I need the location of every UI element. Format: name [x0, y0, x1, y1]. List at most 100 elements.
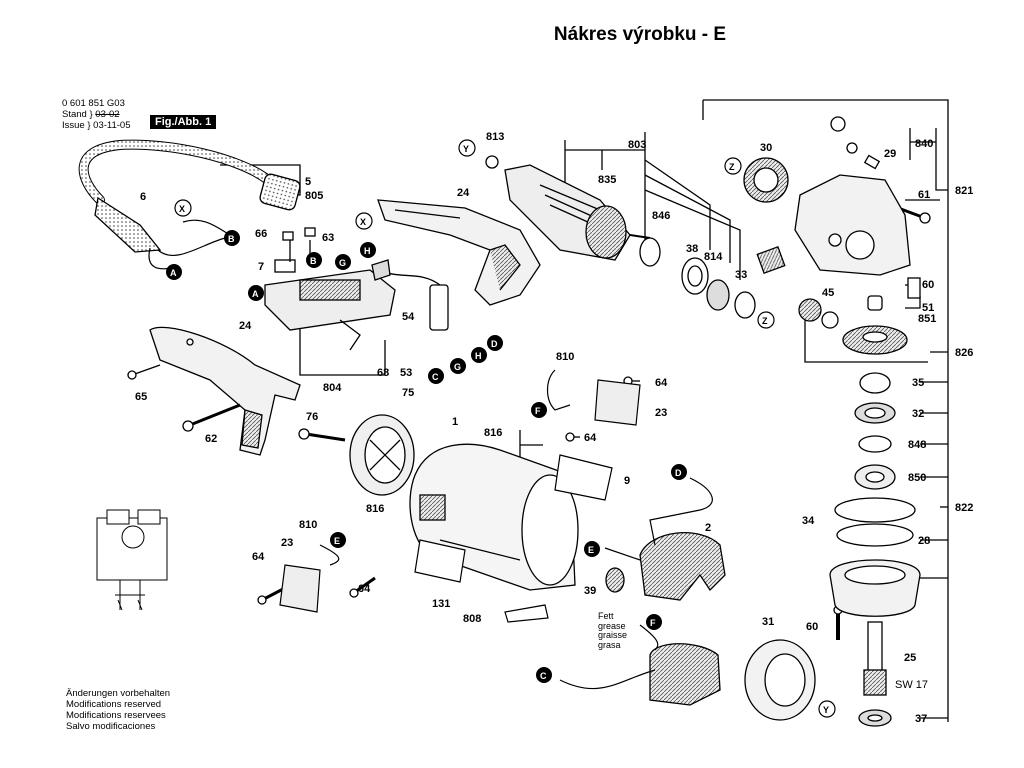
svg-text:Y: Y	[823, 705, 829, 715]
grease-fr: graisse	[598, 630, 628, 640]
label-826: 826	[955, 347, 973, 359]
svg-text:F: F	[650, 618, 656, 628]
label-804: 804	[323, 382, 342, 394]
label-45: 45	[822, 287, 834, 299]
label-816b: 816	[366, 503, 384, 515]
label-28: 28	[918, 535, 930, 547]
label-38: 38	[686, 243, 698, 255]
label-131: 131	[432, 598, 450, 610]
label-29: 29	[884, 148, 896, 160]
power-cord	[78, 139, 301, 270]
label-63: 63	[322, 232, 334, 244]
label-60: 60	[922, 279, 934, 291]
label-66: 66	[255, 228, 267, 240]
label-75: 75	[402, 387, 414, 399]
part-number: 0 601 851 G03	[62, 98, 125, 109]
issue-line: Issue } 03-11-05	[62, 120, 131, 131]
callout-y-2: Y	[818, 700, 836, 718]
stand-label: Stand	[62, 109, 87, 120]
svg-text:G: G	[339, 258, 346, 268]
note-fr: Modifications reservees	[66, 710, 166, 721]
svg-text:H: H	[364, 246, 371, 256]
label-24b: 24	[239, 320, 252, 332]
label-65: 65	[135, 391, 147, 403]
label-816: 816	[484, 427, 502, 439]
wiring-schematic	[96, 509, 168, 611]
screws	[127, 203, 931, 640]
svg-text:A: A	[170, 268, 177, 278]
callout-d-2: D	[671, 464, 687, 480]
callout-markers: A A B B H G D H G C F D E E F C X X Y Y …	[166, 139, 836, 718]
label-53: 53	[400, 367, 412, 379]
label-5: 5	[305, 176, 311, 188]
label-39: 39	[584, 585, 596, 597]
callout-h-2: H	[471, 347, 487, 363]
label-30: 30	[760, 142, 772, 154]
svg-text:H: H	[475, 351, 482, 361]
label-822: 822	[955, 502, 973, 514]
svg-text:B: B	[228, 234, 235, 244]
label-850: 850	[908, 472, 926, 484]
svg-text:C: C	[432, 372, 439, 382]
label-835: 835	[598, 174, 616, 186]
label-848: 848	[908, 439, 926, 451]
callout-x-2: X	[355, 212, 373, 230]
modification-notes: Änderungen vorbehalten Modifications res…	[66, 688, 170, 732]
part-number-labels: 813 803 835 846 38 814 33 30 840 29 821 …	[135, 131, 973, 725]
label-24: 24	[457, 187, 470, 199]
doc-header: 0 601 851 G03 Stand } 03-02 Issue } 03-1…	[62, 98, 131, 131]
label-34: 34	[802, 515, 815, 527]
label-76: 76	[306, 411, 318, 423]
issue-label: Issue	[62, 120, 85, 131]
field-coil	[605, 532, 726, 706]
grease-es: grasa	[598, 639, 621, 650]
callout-a-1: A	[166, 264, 182, 280]
grease-note: Fett grease graisse grasa	[598, 611, 628, 650]
label-23: 23	[655, 407, 667, 419]
label-62: 62	[205, 433, 217, 445]
spindle-stack	[829, 325, 921, 727]
label-805: 805	[305, 190, 323, 202]
issue-value: 03-11-05	[93, 120, 131, 131]
capacitor	[371, 259, 449, 331]
label-60b: 60	[806, 621, 818, 633]
callout-c-2: C	[536, 667, 552, 683]
label-851: 851	[918, 313, 936, 325]
callout-z-2: Z	[757, 311, 775, 329]
label-814: 814	[704, 251, 723, 263]
label-31: 31	[762, 616, 774, 628]
svg-text:B: B	[310, 256, 317, 266]
label-840: 840	[915, 138, 933, 150]
svg-text:Z: Z	[762, 316, 768, 326]
callout-e-2: E	[584, 541, 600, 557]
page-title: Nákres výrobku - E	[553, 24, 727, 45]
svg-text:Y: Y	[463, 144, 469, 154]
svg-text:Z: Z	[729, 162, 735, 172]
label-1: 1	[452, 416, 458, 428]
label-33: 33	[735, 269, 747, 281]
callout-c-1: C	[428, 368, 444, 384]
label-68: 68	[377, 367, 389, 379]
handle-housing-top	[377, 199, 541, 306]
label-9: 9	[624, 475, 630, 487]
callout-a-2: A	[248, 285, 264, 301]
grease-en: grease	[598, 620, 626, 631]
label-808: 808	[463, 613, 481, 625]
svg-text:D: D	[675, 468, 682, 478]
note-en: Modifications reserved	[66, 699, 162, 710]
gear-housing	[743, 116, 911, 329]
label-64c: 64	[252, 551, 265, 563]
stand-value: 03-02	[95, 109, 120, 120]
label-32: 32	[912, 408, 924, 420]
label-35: 35	[912, 377, 924, 389]
label-7: 7	[258, 261, 264, 273]
svg-text:X: X	[360, 217, 366, 227]
armature	[485, 155, 651, 261]
label-2: 2	[705, 522, 711, 534]
callout-z-1: Z	[724, 157, 742, 175]
label-23b: 23	[281, 537, 293, 549]
grease-de: Fett	[598, 611, 614, 621]
label-25: 25	[904, 652, 916, 664]
label-810: 810	[556, 351, 574, 363]
